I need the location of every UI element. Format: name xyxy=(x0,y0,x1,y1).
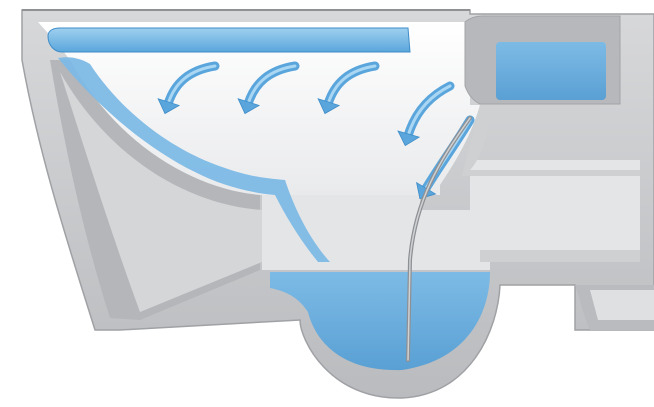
right-rib-lower xyxy=(480,250,640,262)
base-foot-inner xyxy=(590,290,654,320)
tank-water xyxy=(496,42,606,100)
rim-flush-channel xyxy=(48,28,410,52)
